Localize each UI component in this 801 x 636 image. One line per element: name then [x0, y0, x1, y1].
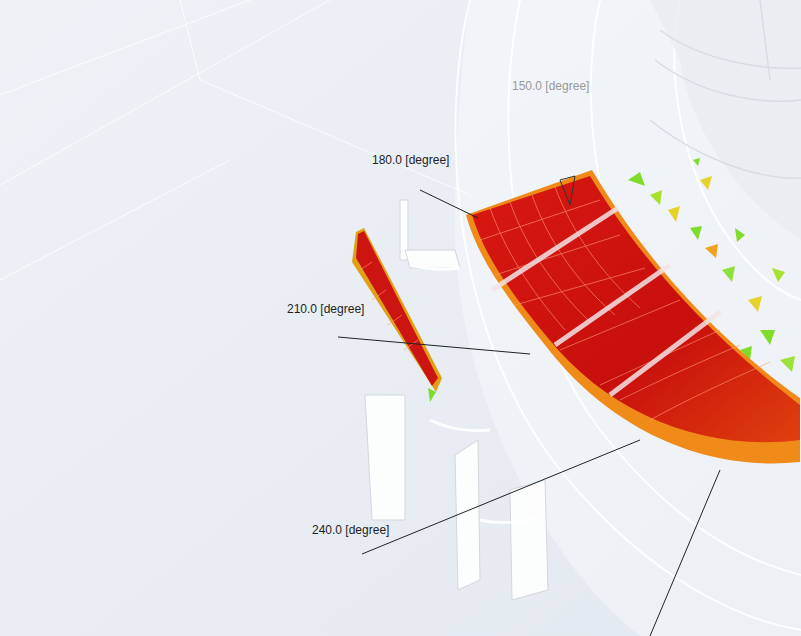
- angle-label: 180.0 [degree]: [372, 153, 449, 167]
- angle-label: 150.0 [degree]: [512, 79, 589, 93]
- angle-label: 240.0 [degree]: [312, 523, 389, 537]
- angle-label: 210.0 [degree]: [287, 302, 364, 316]
